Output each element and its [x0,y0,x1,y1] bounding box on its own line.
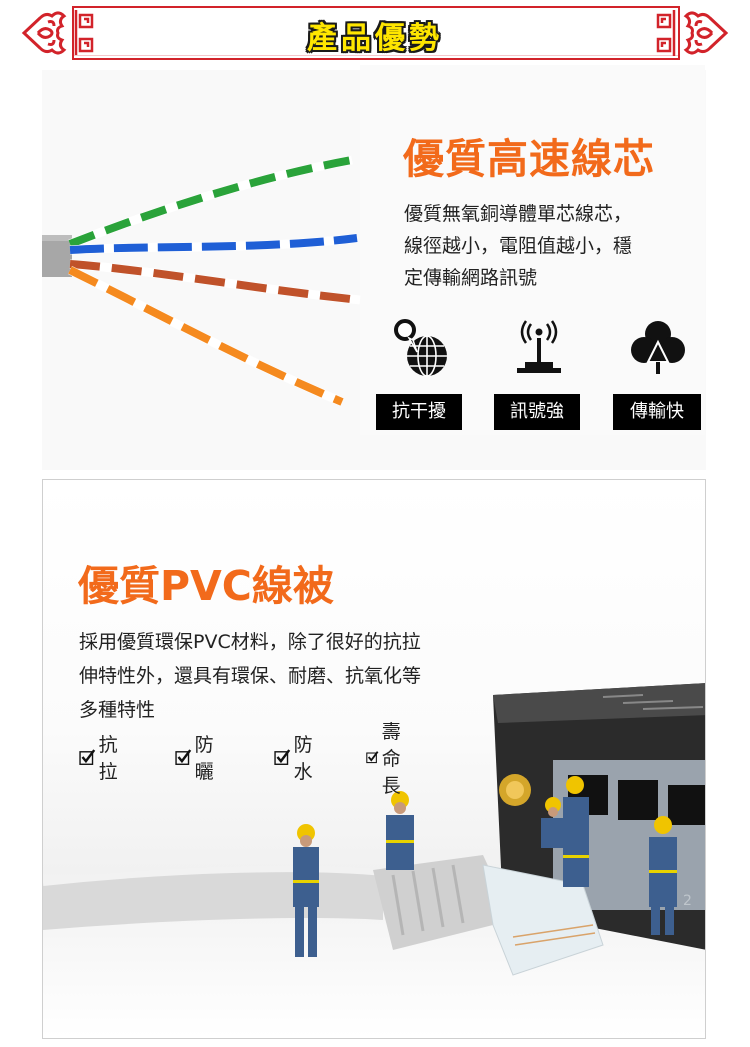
router-port-number: 2 [683,893,692,909]
worker-figure [541,797,565,848]
wifi-antenna-icon [517,320,561,373]
worker-figure [649,816,677,935]
worker-figure [563,776,589,887]
checklist-item: 防水 [274,734,320,783]
checklist-item: 壽命長 [366,721,412,797]
miniature-workers-ethernet-router-photo: 2 [43,683,705,976]
checkbox-checked-icon [175,749,192,765]
feature-label: 訊號強 [494,394,580,430]
section1-description: 優質無氧銅導體單芯線芯， 線徑越小，電阻值越小，穩 定傳輸網路訊號 [404,203,633,289]
section-pvc-jacket: 2 [42,479,706,1039]
cloud-scroll-ornament-icon [656,10,729,56]
checklist-item: 防曬 [175,734,221,783]
cloud-scroll-ornament-icon [21,10,94,56]
feature-strong-signal: 訊號強 [494,318,584,430]
worker-figure [293,824,319,957]
checkbox-checked-icon [79,749,96,765]
banner-frame [72,6,680,60]
cloud-upload-icon [631,321,685,374]
checkbox-checked-icon [274,749,291,765]
checklist-item: 抗拉 [79,734,125,783]
section-banner: 產品優勢 [0,0,750,66]
twisted-pair-cable-wires-photo [42,155,361,407]
feature-label: 傳輸快 [613,394,701,430]
checkbox-checked-icon [366,751,379,764]
feature-anti-interference: 抗干擾 [376,318,466,430]
banner-title: 產品優勢 [307,21,443,56]
feature-fast-transmission: 傳輸快 [613,318,703,430]
section2-description: 採用優質環保PVC材料，除了很好的抗拉 伸特性外，還具有環保、耐磨、抗氧化等 多… [79,631,422,721]
section1-title: 優質高速線芯 [403,135,655,183]
section2-title: 優質PVC線被 [78,562,334,610]
feature-label: 抗干擾 [376,394,462,430]
worker-figure [386,791,414,870]
globe-magnifier-icon [394,319,447,377]
